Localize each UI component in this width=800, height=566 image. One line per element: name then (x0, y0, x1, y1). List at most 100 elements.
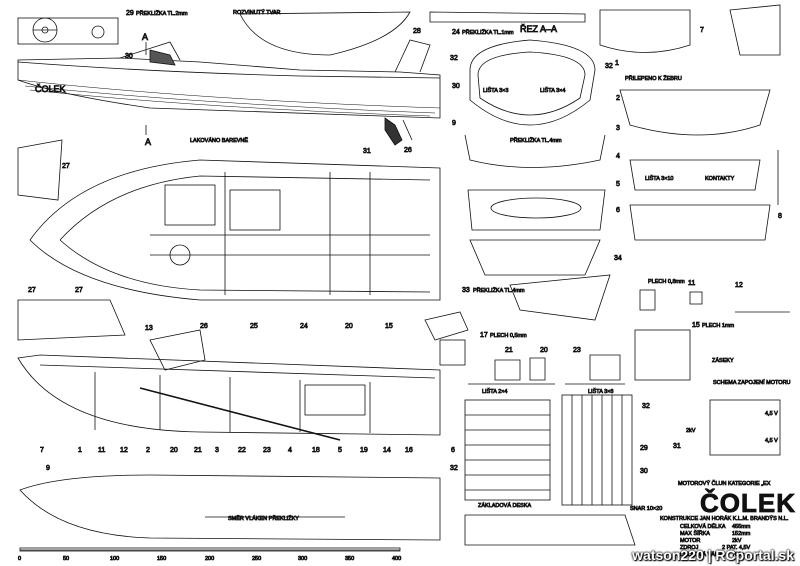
part-number-4b: 4 (288, 447, 292, 454)
part-number-24: 24 (452, 29, 460, 36)
watermark: watson220 | RCportal.sk (632, 547, 794, 563)
part-number-27b: 27 (28, 287, 36, 294)
part-number-23b: 23 (573, 347, 581, 354)
rudder-part (729, 4, 781, 56)
part-number-15b: 15 (692, 322, 700, 329)
seat-21 (494, 359, 521, 381)
part-number-12b: 12 (735, 282, 743, 289)
part-number-29: 29 (126, 10, 134, 17)
part-number-27: 27 (62, 163, 70, 170)
part-number-9b: 9 (46, 465, 50, 472)
scale-tick-150: 150 (157, 556, 166, 562)
spec-length-value: 455mm (732, 524, 751, 530)
section-mark-a-bottom: A (145, 137, 151, 147)
part-number-16: 16 (405, 447, 413, 454)
steering-wheel-part (17, 17, 119, 45)
part-number-26b: 26 (200, 323, 208, 330)
part-number-9: 9 (452, 120, 456, 127)
part-number-20: 20 (345, 323, 353, 330)
spec-power-label: ZDROJ (680, 545, 699, 551)
part-number-18: 18 (312, 447, 320, 454)
label-strip-3x10: LIŠTA 3×10 (645, 175, 674, 182)
part-number-31: 31 (363, 148, 371, 155)
small-part-17 (424, 311, 469, 341)
scale-bar (19, 547, 401, 552)
frame-part-3 (464, 134, 606, 168)
part-number-7: 7 (700, 27, 704, 34)
part-number-28: 28 (413, 28, 421, 35)
part-number-1: 1 (615, 60, 619, 67)
label-motor-voltage: 2kV (686, 428, 696, 434)
part-number-30b: 30 (452, 83, 460, 90)
part-number-5b: 5 (338, 447, 342, 454)
part-number-11b: 11 (688, 280, 695, 287)
section-aa-shape (469, 39, 596, 126)
seat-23 (589, 354, 621, 381)
label-glued: PŘILEPENO K ŽEBRU (625, 74, 682, 82)
part-number-32: 32 (450, 55, 458, 62)
part-number-6b: 6 (451, 447, 455, 454)
bottom-plywood (19, 474, 441, 541)
part-number-1b: 1 (78, 447, 82, 454)
part-number-4: 4 (616, 153, 620, 160)
stand-part (469, 239, 601, 276)
part-number-20b: 20 (170, 447, 178, 454)
frame-part-1 (599, 9, 691, 53)
part-number-3b: 3 (215, 447, 219, 454)
part-number-12: 12 (120, 447, 128, 454)
scale-tick-100: 100 (110, 556, 119, 562)
label-contacts: KONTAKTY (705, 176, 735, 182)
part-number-24b: 24 (300, 323, 308, 330)
part-number-6: 6 (616, 207, 620, 214)
label-sheet-05: PLECH 0,5mm (490, 333, 527, 339)
label-notches: ZÁSEKY (712, 357, 734, 364)
part-number-26: 26 (404, 147, 412, 154)
part-number-14: 14 (383, 447, 391, 454)
label-battery-b: 4,5 V (765, 438, 778, 444)
part-number-30: 30 (125, 53, 133, 60)
part-number-8: 8 (778, 213, 782, 220)
frame-part-2 (619, 89, 771, 136)
label-strip-3x3: LIŠTA 3×3 (483, 87, 508, 94)
longitudinal-section (17, 329, 441, 441)
part-27-piece (17, 139, 63, 201)
part-number-5: 5 (616, 181, 620, 188)
label-plywood-2mm: PŘEKLIŽKA TL.2mm (136, 9, 188, 17)
plan-subtitle: MOTOROVÝ ČLUN KATEGORIE „EX (678, 480, 771, 487)
part-number-17: 17 (480, 332, 488, 339)
spec-power-value: 2 PAT. 4,5V (722, 545, 751, 551)
part-27-flat (17, 299, 126, 341)
part-number-19: 19 (360, 447, 368, 454)
label-sheet-1: PLECH 1mm (702, 323, 735, 329)
spec-weight-label: CELKOVÁ VÁHA (680, 551, 723, 558)
batten-grid-left (464, 399, 551, 501)
wiring-schema (709, 399, 781, 456)
frame-part-5 (467, 189, 606, 231)
scale-tick-350: 350 (345, 556, 354, 562)
part-number-30c: 30 (640, 468, 648, 475)
spec-weight-value: 700g (732, 552, 744, 558)
hull-name-label: ČOLEK (35, 84, 66, 94)
label-painted: LAKOVÁNO BAREVNĚ (190, 136, 248, 144)
spec-motor-label: MOTOR (680, 538, 700, 544)
part-number-22: 22 (238, 447, 246, 454)
frame-part-6 (629, 204, 771, 241)
part-number-3: 3 (616, 125, 620, 132)
part-number-20c: 20 (540, 347, 548, 354)
part-number-34: 34 (614, 255, 622, 262)
base-board (464, 514, 636, 546)
scale-tick-200: 200 (205, 556, 214, 562)
part-number-32c: 32 (642, 403, 650, 410)
scale-tick-400: 400 (392, 556, 401, 562)
label-base-board: ZÁKLADOVÁ DESKA (478, 502, 532, 509)
deck-top-view (29, 159, 441, 301)
label-strip-2x4: LIŠTA 2×4 (482, 388, 507, 395)
part-33-shape (509, 274, 611, 321)
part-number-7b: 7 (40, 447, 44, 454)
scale-tick-250: 250 (252, 556, 261, 562)
spec-beam-label: MAX ŠÍŘKA (680, 529, 710, 537)
label-strip-3x8: LIŠTA 3×8 (588, 388, 613, 395)
part-number-13: 13 (145, 325, 153, 332)
scale-tick-50: 50 (63, 556, 69, 562)
